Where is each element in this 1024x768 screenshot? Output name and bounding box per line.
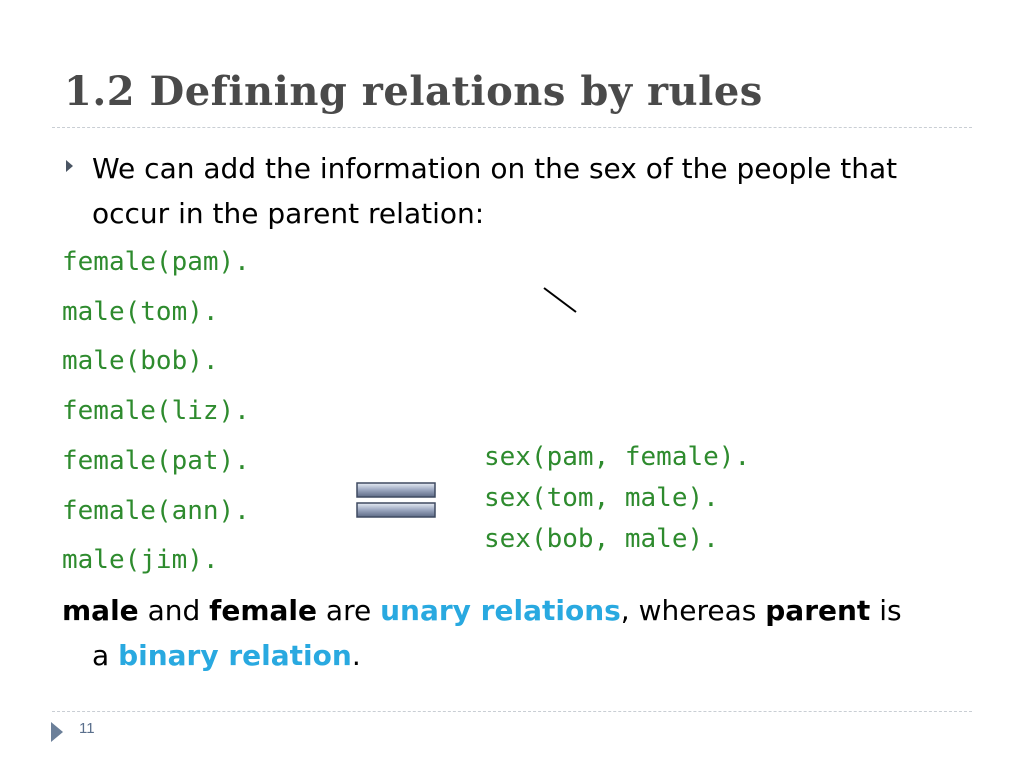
text-whereas: , whereas <box>620 594 757 627</box>
fact-line: female(pat). <box>62 445 250 476</box>
fact-line: male(jim). <box>62 545 219 576</box>
page-number: 11 <box>79 720 95 737</box>
slide-title: 1.2 Defining relations by rules <box>64 68 763 115</box>
term-male: male <box>62 594 139 627</box>
sex-fact-line: sex(tom, male). <box>484 483 719 513</box>
sex-fact-line: sex(pam, female). <box>484 442 751 472</box>
text-period: . <box>351 639 361 672</box>
term-unary-relations: unary relations <box>380 594 621 627</box>
equals-icon <box>356 482 436 518</box>
sex-facts-list: sex(pam, female). sex(tom, male). sex(bo… <box>484 437 750 560</box>
fact-line: male(bob). <box>62 346 219 377</box>
term-binary-relation: binary relation <box>118 639 352 672</box>
text-is: is <box>879 594 902 627</box>
summary-paragraph: male and female are unary relations, whe… <box>62 588 967 678</box>
fact-line: male(tom). <box>62 296 219 327</box>
sex-fact-line: sex(bob, male). <box>484 524 719 554</box>
term-female: female <box>209 594 318 627</box>
title-divider <box>52 127 972 128</box>
term-parent: parent <box>765 594 871 627</box>
stroke-mark-icon <box>543 287 577 313</box>
fact-line: female(ann). <box>62 495 250 526</box>
text-and: and <box>147 594 201 627</box>
text-are: are <box>325 594 372 627</box>
footer-divider <box>52 711 972 712</box>
bullet-triangle-icon <box>66 160 73 172</box>
bullet-text: We can add the information on the sex of… <box>92 152 898 230</box>
footer-triangle-icon <box>51 722 63 742</box>
gender-facts-list: female(pam). male(tom). male(bob). femal… <box>62 238 250 586</box>
text-a: a <box>92 639 110 672</box>
fact-line: female(pam). <box>62 247 250 277</box>
fact-line: female(liz). <box>62 396 250 427</box>
